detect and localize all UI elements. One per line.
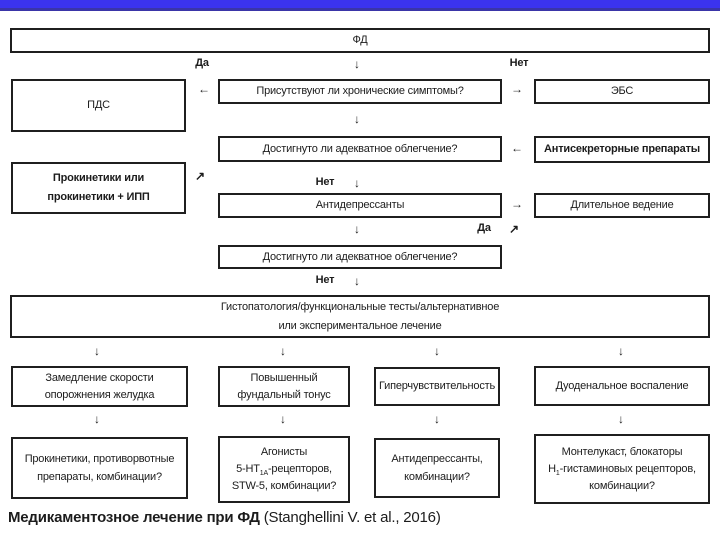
caption-title: Медикаментозное лечение при ФД xyxy=(8,509,260,526)
prokinetics-line2: прокинетики + ИПП xyxy=(47,191,150,203)
treat1-line1: Прокинетики, противорвотные xyxy=(24,453,175,465)
caption-source: (Stanghellini V. et al., 2016) xyxy=(263,509,441,526)
antidepressants-combinations-box: Антидепрессанты, комбинации? xyxy=(374,438,500,498)
adequate-relief-question: Достигнуто ли адекватное облегчение? xyxy=(262,142,458,155)
right-arrow: → xyxy=(511,197,523,211)
treat4-line2-post: -гистаминовых рецепторов, xyxy=(559,462,696,475)
no-label: Нет xyxy=(315,274,335,286)
yes-label: Да xyxy=(195,57,209,69)
down-arrow: ↓ xyxy=(618,344,624,358)
chronic-symptoms-question: Присутствуют ли хронические симптомы? xyxy=(256,85,464,97)
treat4-line3: комбинации? xyxy=(589,479,655,492)
treat2-line2-sub: 1А xyxy=(259,470,268,478)
right-arrow: → xyxy=(511,82,523,96)
gastric-emptying-line2: опорожнения желудка xyxy=(44,388,155,401)
histopathology-line2: или экспериментальное лечение xyxy=(278,319,442,332)
antidepressants-label: Антидепрессанты xyxy=(315,199,405,211)
treat2-line2-pre: 5-НТ xyxy=(236,463,260,475)
treat4-line1: Монтелукаст, блокаторы xyxy=(561,445,683,458)
down-arrow: ↓ xyxy=(434,344,440,358)
no-label: Нет xyxy=(509,57,529,69)
pds-box: ПДС xyxy=(11,79,186,132)
fd-box: ФД xyxy=(10,28,710,53)
fundal-tone-box: Повышенный фундальный тонус xyxy=(218,366,350,407)
yes-label: Да xyxy=(477,222,491,234)
down-arrow: ↓ xyxy=(280,412,286,426)
ebs-label: ЭБС xyxy=(610,85,634,97)
treat2-line3: STW-5, комбинации? xyxy=(231,480,337,492)
treat3-line2: комбинации? xyxy=(404,471,470,483)
down-arrow: ↓ xyxy=(354,274,360,288)
down-arrow: ↓ xyxy=(354,222,360,236)
long-term-management-label: Длительное ведение xyxy=(570,199,674,211)
down-arrow: ↓ xyxy=(354,57,360,71)
treat2-line1: Агонисты xyxy=(260,446,308,458)
chronic-symptoms-question-box: Присутствуют ли хронические симптомы? xyxy=(218,79,502,104)
gastric-emptying-line1: Замедление скорости xyxy=(45,371,154,384)
prokinetics-ppi-box: Прокинетики или прокинетики + ИПП xyxy=(11,162,186,214)
hypersensitivity-box: Гиперчувствительность xyxy=(374,367,500,406)
long-term-management-box: Длительное ведение xyxy=(534,193,710,218)
prokinetics-antiemetics-box: Прокинетики, противорвотные препараты, к… xyxy=(11,437,188,499)
adequate-relief-question-box-2: Достигнуто ли адекватное облегчение? xyxy=(218,245,502,269)
histopathology-line1: Гистопатология/функциональные тесты/альт… xyxy=(220,300,500,313)
5ht1a-agonists-box: Агонисты 5-НТ1А-рецепторов, STW-5, комби… xyxy=(218,436,350,503)
down-arrow: ↓ xyxy=(434,412,440,426)
pds-label: ПДС xyxy=(87,99,110,111)
treat2-line2-post: -рецепторов, xyxy=(267,463,332,475)
montelukast-h1-blockers-box: Монтелукаст, блокаторы Н1-гистаминовых р… xyxy=(534,434,710,504)
ebs-box: ЭБС xyxy=(534,79,710,104)
histopathology-tests-box: Гистопатология/функциональные тесты/альт… xyxy=(10,295,710,338)
adequate-relief-question-box-1: Достигнуто ли адекватное облегчение? xyxy=(218,136,502,162)
antidepressants-box: Антидепрессанты xyxy=(218,193,502,218)
no-label: Нет xyxy=(315,176,335,188)
up-right-arrow: ↗ xyxy=(194,169,206,183)
treat2-line2: 5-НТ1А-рецепторов, xyxy=(236,461,332,478)
prokinetics-line1: Прокинетики или xyxy=(52,172,145,184)
down-arrow: ↓ xyxy=(354,112,360,126)
treat1-line2: препараты, комбинации? xyxy=(37,471,162,483)
down-arrow: ↓ xyxy=(354,176,360,190)
left-arrow: ← xyxy=(511,141,523,155)
down-arrow: ↓ xyxy=(94,344,100,358)
fd-label: ФД xyxy=(352,34,368,46)
treat4-line2-pre: Н xyxy=(548,462,556,475)
duodenal-inflammation-box: Дуоденальное воспаление xyxy=(534,366,710,406)
antisecretory-drugs-label: Антисекреторные препараты xyxy=(544,143,700,155)
up-right-arrow: ↗ xyxy=(508,222,520,236)
caption: Медикаментозное лечение при ФД(Stanghell… xyxy=(8,509,441,526)
top-bar xyxy=(0,0,720,11)
down-arrow: ↓ xyxy=(618,412,624,426)
adequate-relief-question: Достигнуто ли адекватное облегчение? xyxy=(262,250,458,263)
left-arrow: ← xyxy=(198,82,210,96)
treat3-line1: Антидепрессанты, xyxy=(391,453,483,465)
treat4-line2: Н1-гистаминовых рецепторов, xyxy=(548,461,696,478)
duodenal-inflammation-label: Дуоденальное воспаление xyxy=(555,379,689,392)
fundal-tone-line1: Повышенный xyxy=(250,371,318,384)
hypersensitivity-label: Гиперчувствительность xyxy=(379,380,495,392)
down-arrow: ↓ xyxy=(94,412,100,426)
fundal-tone-line2: фундальный тонус xyxy=(237,388,331,401)
treat4-line2-sub: 1 xyxy=(555,469,560,477)
gastric-emptying-box: Замедление скорости опорожнения желудка xyxy=(11,366,188,407)
down-arrow: ↓ xyxy=(280,344,286,358)
antisecretory-drugs-box: Антисекреторные препараты xyxy=(534,136,710,163)
